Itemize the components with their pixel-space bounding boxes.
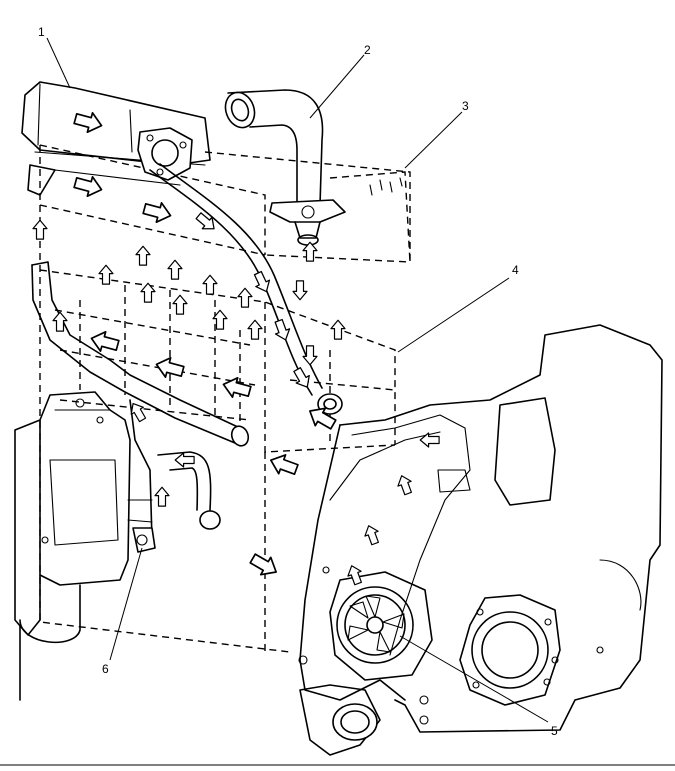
flow-arrow-icon xyxy=(174,452,195,468)
oil-cooler-assembly xyxy=(14,391,221,701)
crank-pulley xyxy=(298,566,381,756)
engine-block-outline xyxy=(39,144,411,653)
flow-arrow-icon xyxy=(361,522,383,547)
callout-2-leader xyxy=(309,54,365,119)
flow-arrow-icon xyxy=(52,311,68,332)
callout-4: 4 xyxy=(512,263,519,277)
callouts: 1 2 3 4 5 6 xyxy=(38,25,558,738)
flow-arrow-icon xyxy=(32,219,48,240)
callout-5: 5 xyxy=(551,724,558,738)
flow-arrow-icon xyxy=(289,365,315,392)
flow-arrow-icon xyxy=(247,319,263,340)
flow-arrow-icon xyxy=(266,449,301,480)
flow-arrow-icon xyxy=(202,274,218,295)
front-cover xyxy=(299,324,663,733)
callout-1-leader xyxy=(46,37,71,89)
gear-housing xyxy=(419,559,642,725)
flow-arrow-icon xyxy=(302,345,318,366)
flow-arrow-icon xyxy=(419,432,440,448)
flow-arrow-icon xyxy=(72,108,105,137)
water-pump xyxy=(329,571,433,681)
flow-arrow-icon xyxy=(172,294,188,315)
flow-arrow-icon xyxy=(154,486,170,507)
flow-arrows xyxy=(32,108,440,587)
callout-5-leader xyxy=(399,635,549,723)
flow-arrow-icon xyxy=(72,172,105,201)
flow-arrow-icon xyxy=(270,317,294,344)
callout-1: 1 xyxy=(38,25,45,39)
flow-arrow-icon xyxy=(344,562,366,587)
flow-arrow-icon xyxy=(193,209,220,236)
coolant-manifold xyxy=(21,81,211,196)
flow-arrow-icon xyxy=(98,264,114,285)
flow-arrow-icon xyxy=(167,259,183,280)
flow-arrow-icon xyxy=(250,269,274,296)
callout-2: 2 xyxy=(364,43,371,57)
thermostat-housing xyxy=(224,89,346,246)
flow-arrow-icon xyxy=(237,287,253,308)
flow-arrow-icon xyxy=(394,472,416,497)
flow-arrow-icon xyxy=(88,327,121,356)
callout-6: 6 xyxy=(102,662,109,676)
flow-arrow-icon xyxy=(220,373,253,402)
callout-3-leader xyxy=(404,111,463,169)
flow-arrow-icon xyxy=(292,280,308,301)
flow-arrow-icon xyxy=(141,198,174,227)
flow-arrow-icon xyxy=(135,245,151,266)
coolant-inlet-pipe xyxy=(31,261,250,447)
callout-6-leader xyxy=(109,547,143,661)
callout-3: 3 xyxy=(462,99,469,113)
cylinder-head-outline xyxy=(329,171,411,263)
flow-arrow-icon xyxy=(330,319,346,340)
callout-4-leader xyxy=(397,277,510,353)
